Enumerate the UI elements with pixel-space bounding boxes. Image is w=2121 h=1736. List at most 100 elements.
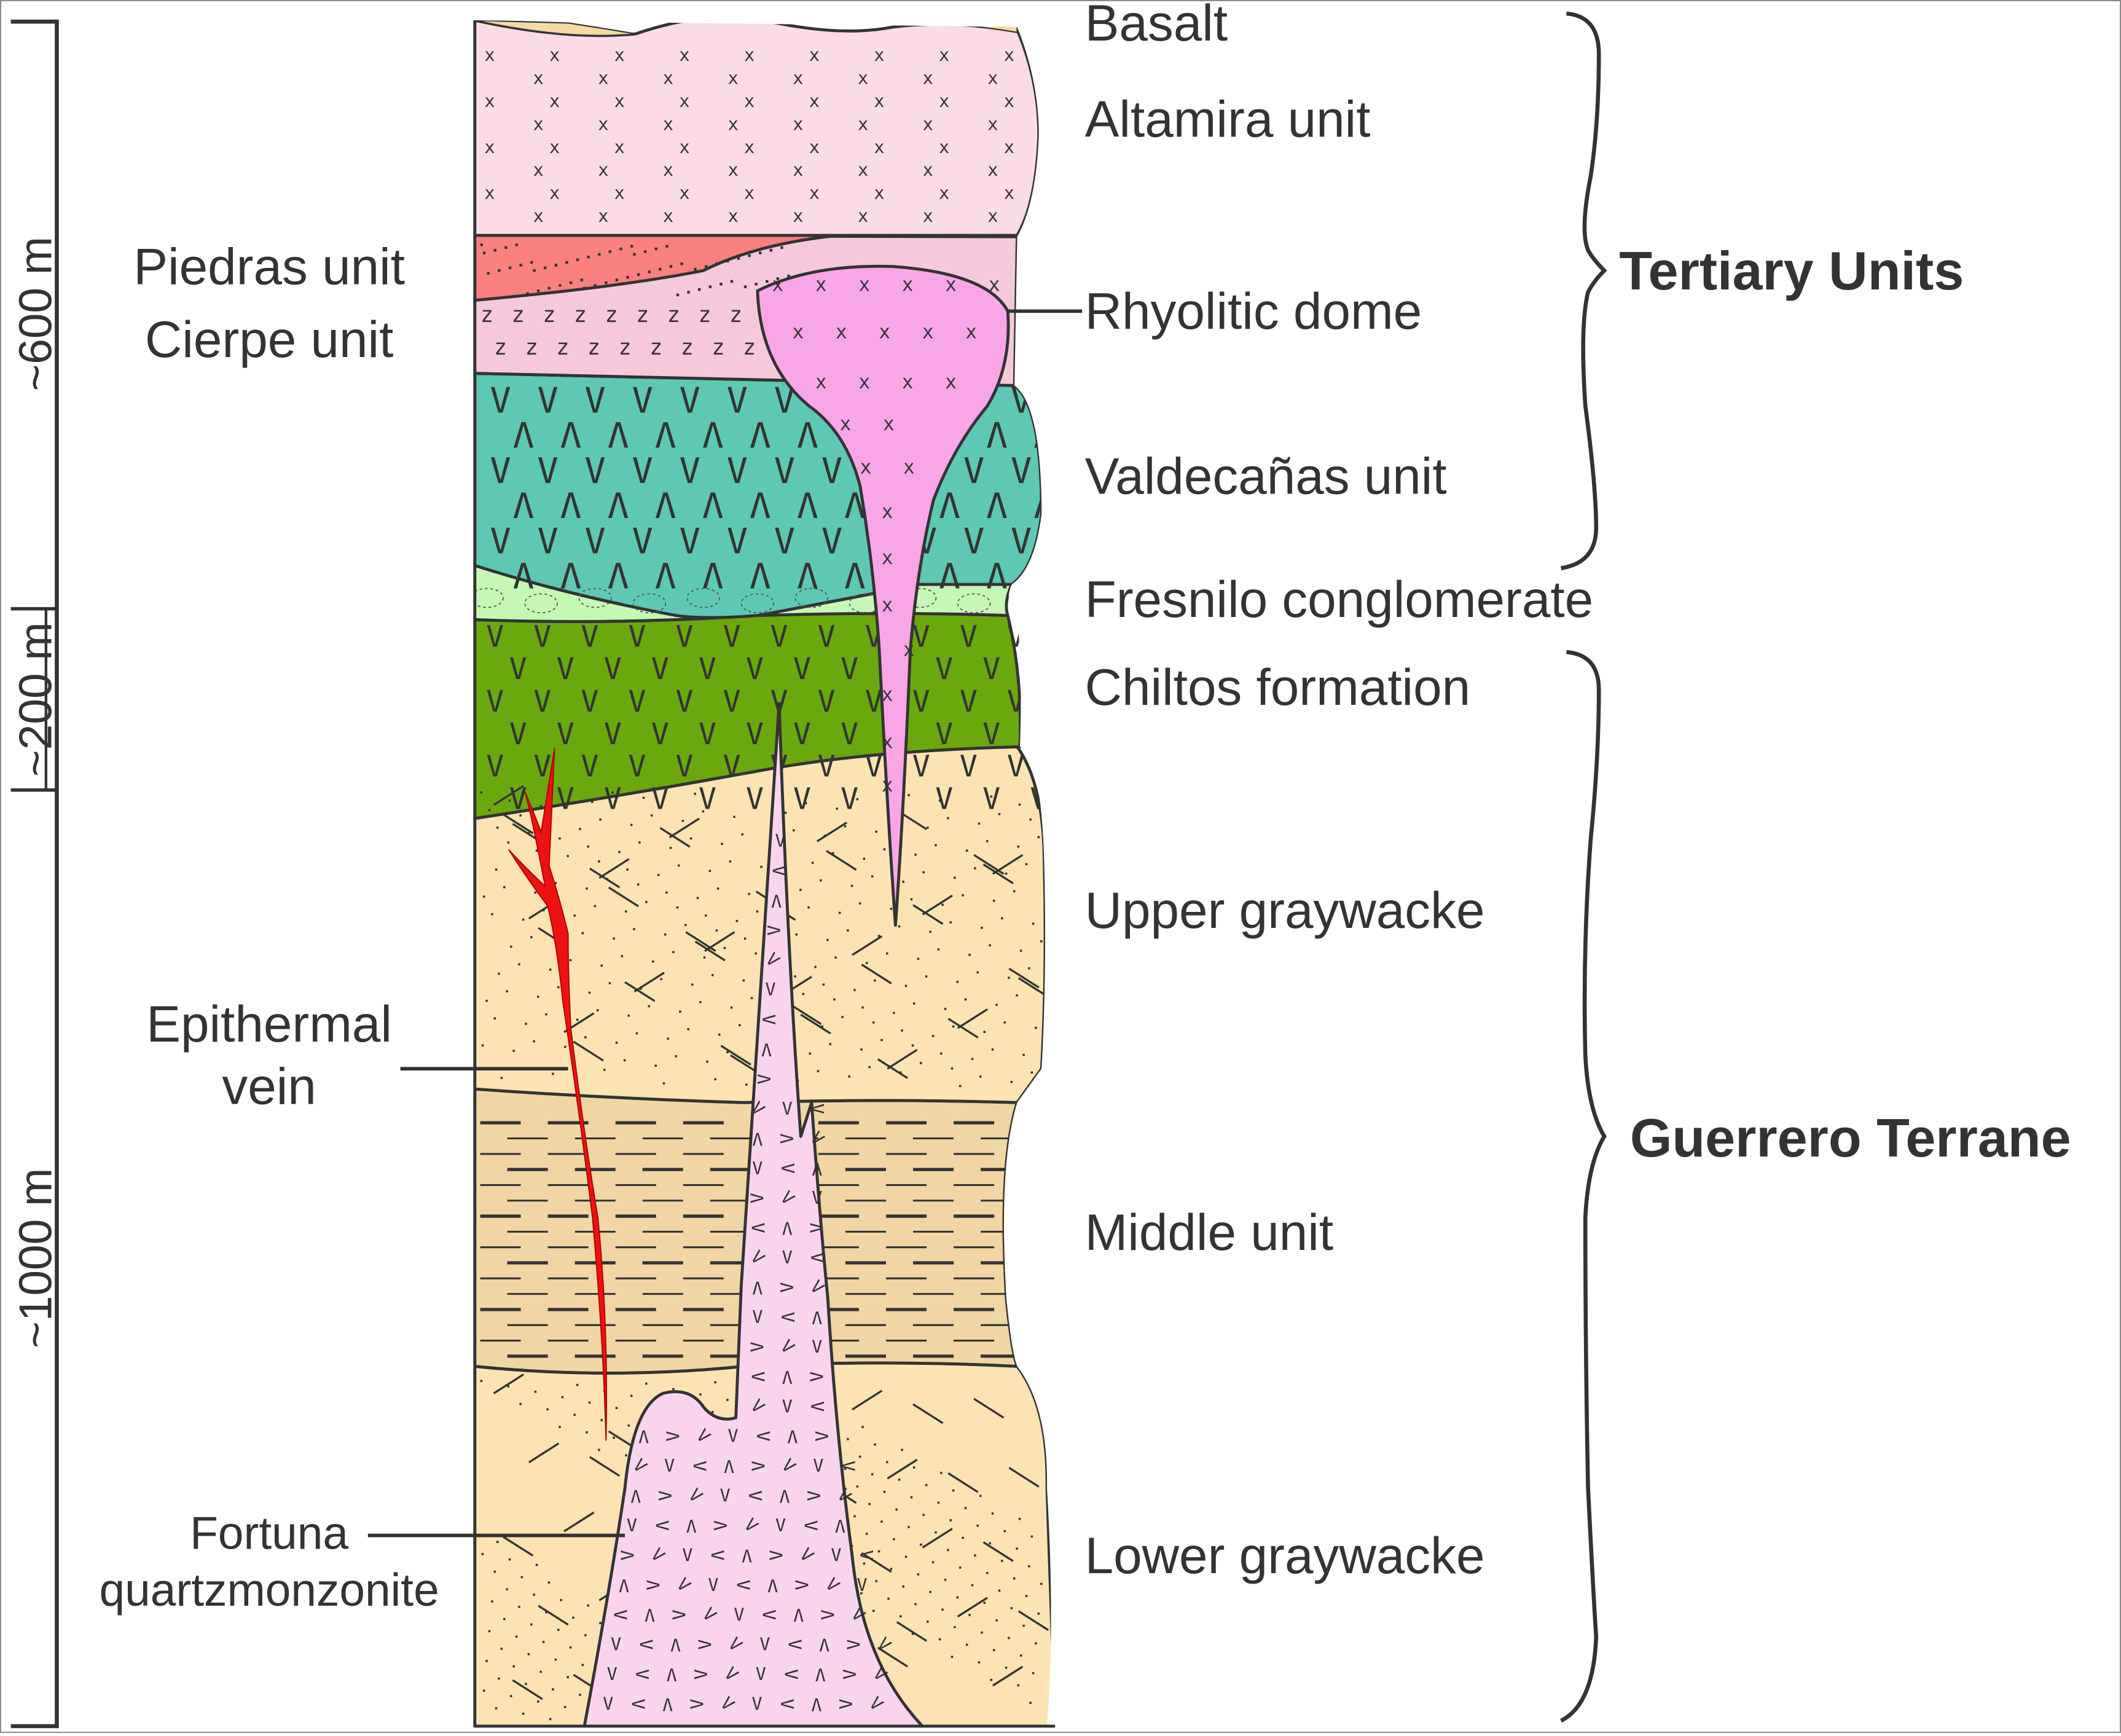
piedras-dot (576, 258, 579, 261)
graywacke-speckle (850, 884, 853, 887)
valdecanas-v-mark: V (537, 380, 558, 421)
chiltos-v-mark: V (533, 750, 551, 784)
graywacke-speckle (1030, 1535, 1033, 1538)
valdecanas-v-mark: Λ (513, 416, 534, 457)
graywacke-speckle (645, 1382, 648, 1385)
valdecanas-v-mark: Λ (1033, 557, 1054, 597)
chiltos-v-mark: V (1030, 717, 1048, 752)
fortuna-v-mark: V (782, 1247, 793, 1268)
graywacke-dash (861, 964, 892, 984)
fresnilo-pebble (903, 587, 937, 608)
dome-x-mark: x (882, 731, 893, 753)
graywacke-speckle (554, 882, 557, 884)
piedras-dot (565, 261, 568, 264)
graywacke-speckle (959, 1566, 962, 1569)
piedras-dot (769, 249, 773, 252)
graywacke-speckle (527, 831, 530, 835)
graywacke-speckle (552, 1072, 554, 1075)
chiltos-v-mark: V (982, 717, 1000, 752)
fortuna-v-mark: V (610, 1609, 631, 1620)
layer-piedras-unit (474, 234, 841, 302)
graywacke-speckle (726, 1051, 729, 1054)
graywacke-speckle (962, 1536, 964, 1539)
graywacke-speckle (581, 1663, 584, 1667)
fortuna-v-mark: V (630, 1485, 641, 1506)
graywacke-speckle (795, 933, 798, 936)
graywacke-speckle (596, 1009, 599, 1011)
graywacke-speckle (831, 852, 834, 855)
dome-x-mark: x (858, 273, 870, 296)
graywacke-speckle (927, 1620, 929, 1623)
valdecanas-v-mark: V (490, 380, 511, 421)
graywacke-speckle (549, 968, 552, 971)
scale-label-200m: ~200 m (10, 622, 61, 777)
graywacke-dash (503, 813, 534, 835)
graywacke-speckle (512, 1050, 515, 1052)
graywacke-speckle (992, 1649, 995, 1652)
altamira-x-mark: x (744, 90, 755, 111)
graywacke-speckle (937, 948, 940, 951)
fortuna-v-mark: V (807, 1401, 828, 1412)
fortuna-v-mark: V (607, 1663, 617, 1684)
chiltos-v-mark: V (675, 750, 693, 784)
chiltos-v-mark: V (651, 652, 669, 686)
graywacke-dash (720, 1045, 751, 1066)
label-fortuna-line2: quartzmonzonite (99, 1564, 439, 1616)
valdecanas-v-mark: V (537, 521, 558, 562)
chiltos-v-mark: V (628, 750, 646, 784)
graywacke-dash (633, 972, 665, 993)
label-altamira-unit: Altamira unit (1085, 90, 1371, 147)
dome-x-mark: x (879, 321, 891, 343)
piedras-dot (665, 245, 668, 248)
cierpe-z-mark: z (649, 335, 662, 360)
altamira-x-mark: x (1004, 183, 1014, 203)
altamira-x-mark: x (598, 205, 608, 226)
graywacke-speckle (733, 815, 735, 818)
valdecanas-v-mark: Λ (986, 486, 1007, 527)
graywacke-speckle (820, 879, 822, 882)
graywacke-speckle (1040, 1582, 1043, 1585)
altamira-x-mark: x (549, 136, 560, 157)
graywacke-speckle (533, 1593, 535, 1596)
valdecanas-v-mark: V (727, 521, 748, 562)
dome-x-mark: x (989, 273, 1000, 296)
graywacke-speckle (508, 799, 511, 802)
piedras-dot (748, 254, 751, 257)
fortuna-v-mark: V (813, 1455, 823, 1476)
label-valdecanas-unit: Valdecañas unit (1085, 447, 1447, 505)
fortuna-v-mark: V (836, 1699, 857, 1709)
scale-label-1000m: ~1000 m (10, 1168, 61, 1348)
graywacke-speckle (1037, 836, 1040, 838)
graywacke-speckle (613, 1436, 615, 1439)
graywacke-speckle (983, 1601, 986, 1604)
graywacke-speckle (979, 1075, 982, 1078)
graywacke-speckle (858, 1455, 861, 1458)
graywacke-speckle (703, 956, 706, 959)
fortuna-v-mark: V (707, 1550, 728, 1560)
chiltos-v-mark: V (651, 782, 669, 816)
piedras-dot (776, 277, 780, 280)
graywacke-speckle (877, 935, 880, 937)
piedras-dot (594, 284, 597, 287)
cierpe-z-mark: z (681, 335, 694, 360)
fortuna-v-mark: V (811, 1694, 821, 1714)
fresnilo-pebble (957, 593, 991, 614)
altamira-x-mark: x (484, 183, 495, 203)
fortuna-v-mark: V (710, 1520, 731, 1531)
chiltos-v-mark: V (533, 685, 551, 719)
graywacke-speckle (533, 1040, 535, 1043)
graywacke-speckle (1003, 1021, 1006, 1024)
graywacke-speckle (922, 1514, 925, 1516)
graywacke-speckle (537, 996, 539, 998)
graywacke-speckle (875, 830, 877, 833)
graywacke-dash (877, 1646, 909, 1668)
chiltos-v-mark: V (651, 717, 669, 752)
graywacke-speckle (741, 833, 743, 836)
graywacke-speckle (952, 1489, 955, 1492)
fortuna-v-mark: V (668, 1609, 689, 1620)
graywacke-speckle (518, 1606, 520, 1608)
altamira-x-mark: x (663, 205, 673, 226)
cierpe-z-mark: z (587, 335, 600, 360)
graywacke-speckle (625, 910, 627, 913)
graywacke-speckle (598, 860, 600, 863)
